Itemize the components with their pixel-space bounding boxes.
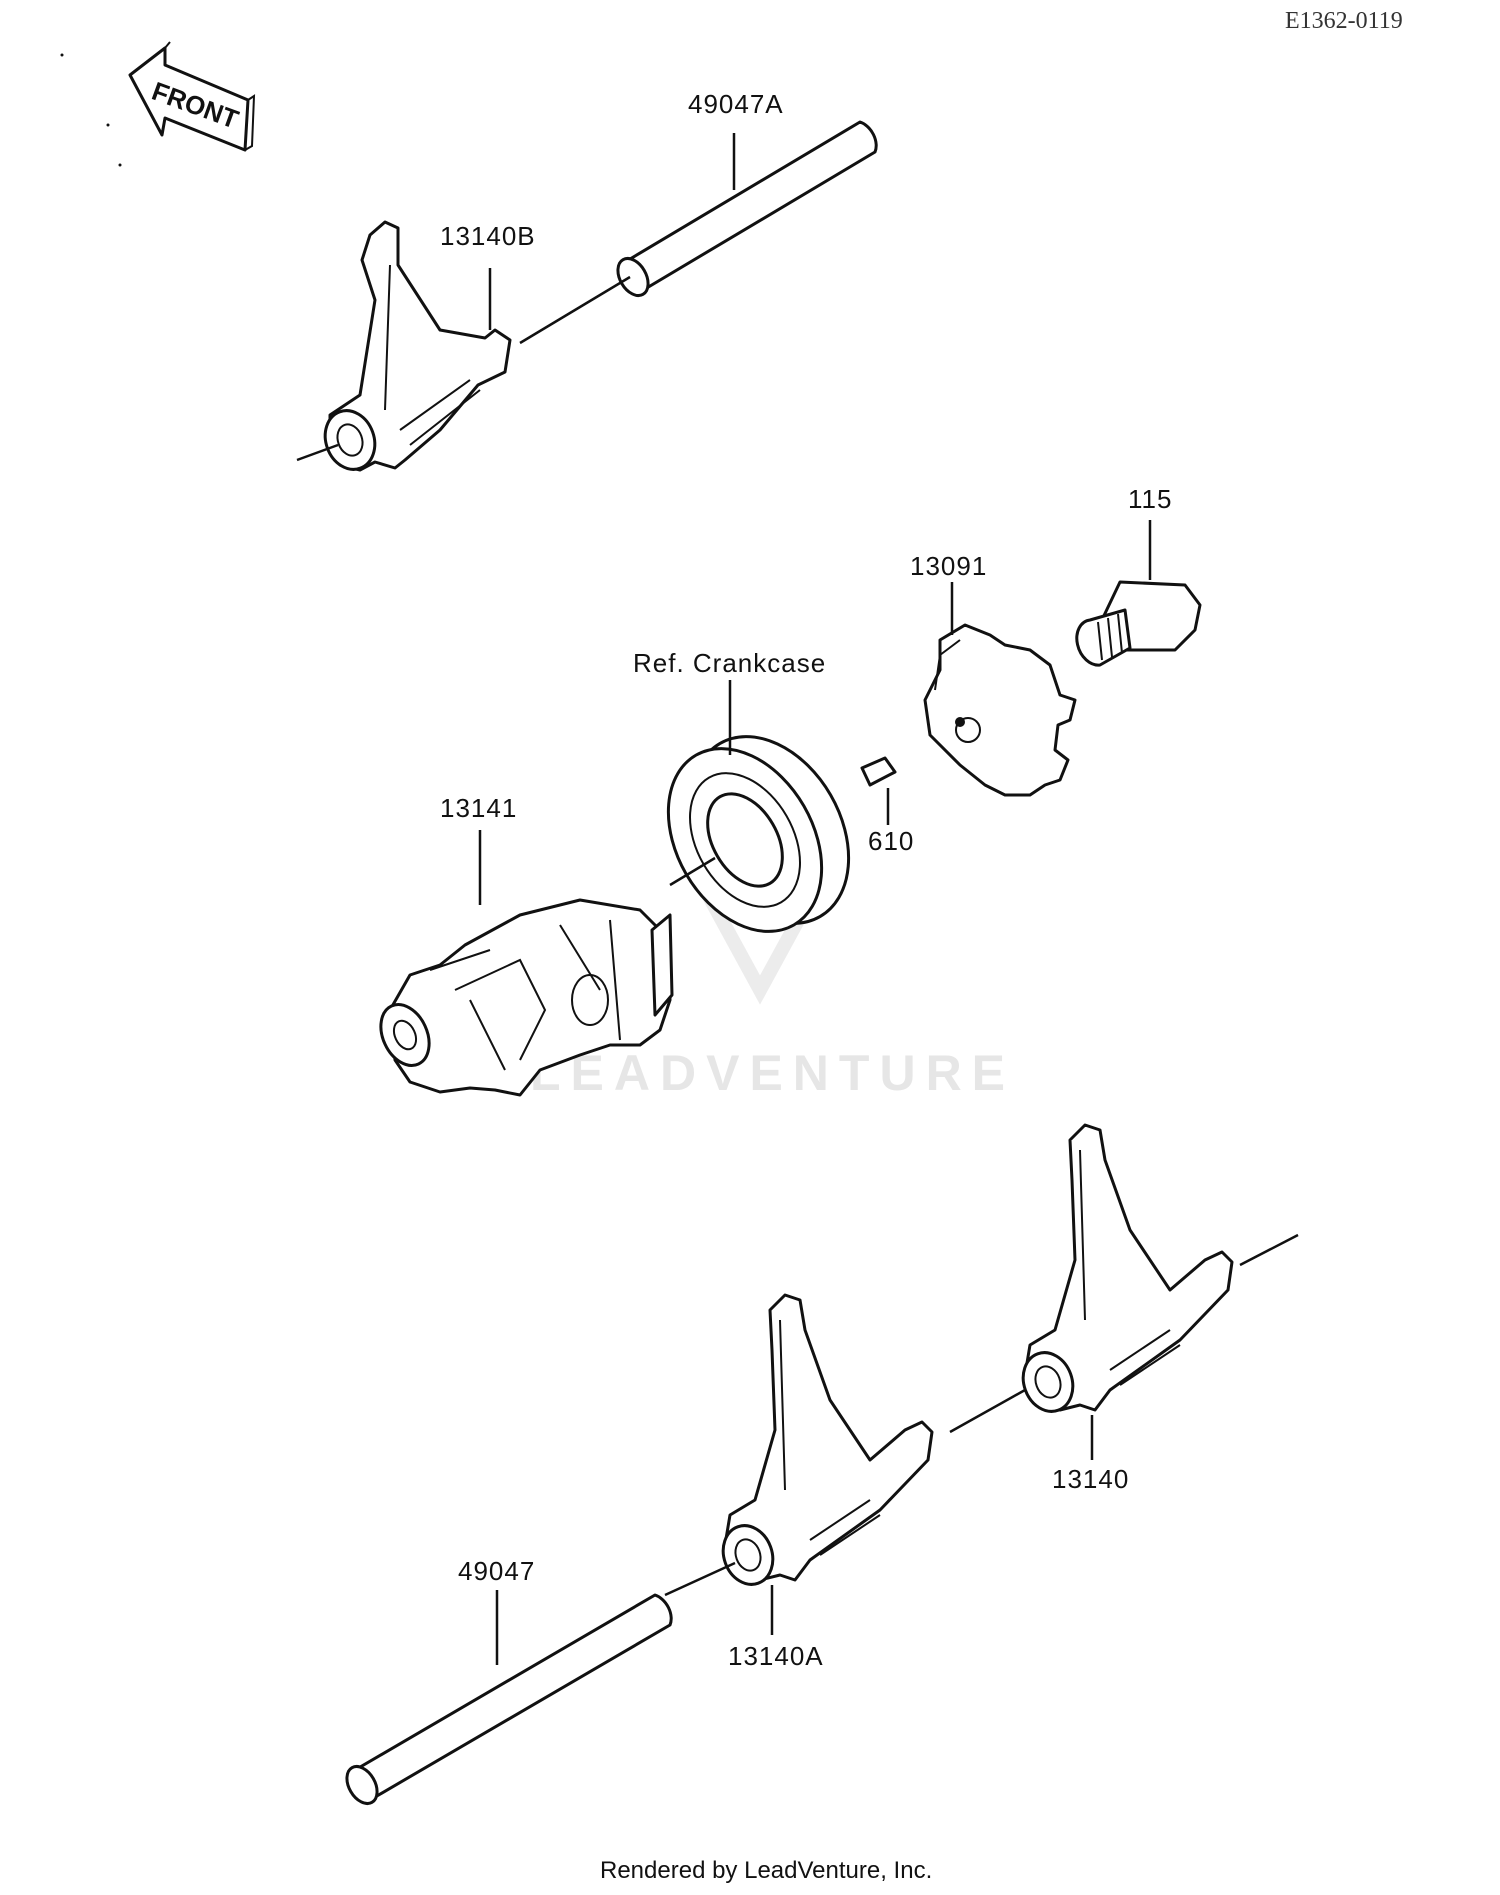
bolt-115[interactable]: 115 [1075, 484, 1202, 667]
front-arrow-icon: FRONT [60, 41, 256, 167]
cam-13091[interactable]: 13091 [910, 551, 1077, 797]
label-ref-crankcase: Ref. Crankcase [633, 648, 826, 678]
label-49047a: 49047A [688, 89, 784, 119]
pin-610[interactable]: 610 [860, 756, 914, 856]
diagram-code: E1362-0119 [1285, 8, 1403, 34]
watermark-text: LEADVENTURE [530, 1045, 1015, 1101]
shaft-49047a[interactable]: 49047A [519, 89, 878, 345]
label-49047: 49047 [458, 1556, 535, 1586]
label-13140a: 13140A [728, 1641, 824, 1671]
bearing-crankcase[interactable]: Ref. Crankcase [633, 648, 881, 959]
shaft-49047[interactable]: 49047 [341, 1556, 673, 1809]
label-13140: 13140 [1052, 1464, 1129, 1494]
label-13141: 13141 [440, 793, 517, 823]
fork-13140[interactable]: 13140 [949, 1123, 1299, 1494]
fork-13140a[interactable]: 13140A [664, 1293, 934, 1671]
label-13091: 13091 [910, 551, 987, 581]
label-610: 610 [868, 826, 914, 856]
label-115: 115 [1128, 484, 1172, 514]
label-13140b: 13140B [440, 221, 536, 251]
drum-13141[interactable]: 13141 [372, 793, 674, 1097]
footer-credit: Rendered by LeadVenture, Inc. [600, 1857, 932, 1884]
fork-13140b[interactable]: 13140B [296, 220, 536, 476]
